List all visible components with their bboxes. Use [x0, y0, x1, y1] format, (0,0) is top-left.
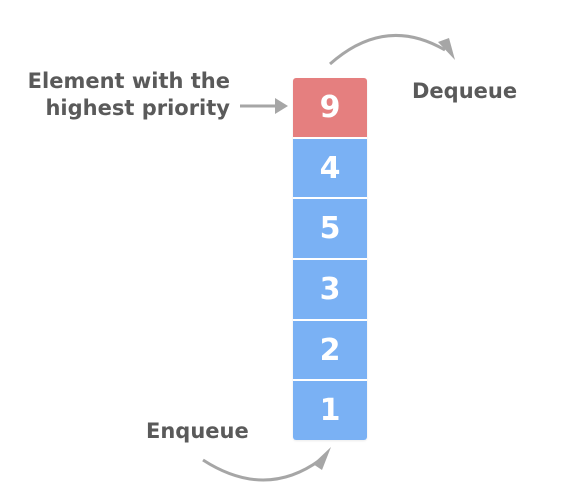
queue-cell: 1 — [293, 381, 367, 440]
highest-priority-label-line2: highest priority — [45, 96, 230, 121]
arrow-right-icon — [240, 98, 288, 114]
highest-priority-label-line1: Element with the — [27, 69, 230, 93]
queue-cell: 3 — [293, 260, 367, 321]
dequeue-curved-arrow-icon — [329, 33, 455, 66]
highest-priority-label: Element with the highest priority — [20, 68, 230, 123]
enqueue-label: Enqueue — [146, 419, 249, 443]
enqueue-curved-arrow-icon — [202, 447, 331, 482]
queue-cell-highest: 9 — [293, 78, 367, 139]
queue-cell: 4 — [293, 138, 367, 200]
dequeue-label: Dequeue — [412, 79, 518, 103]
queue-cell: 5 — [293, 199, 367, 261]
queue-cell: 2 — [293, 320, 367, 382]
